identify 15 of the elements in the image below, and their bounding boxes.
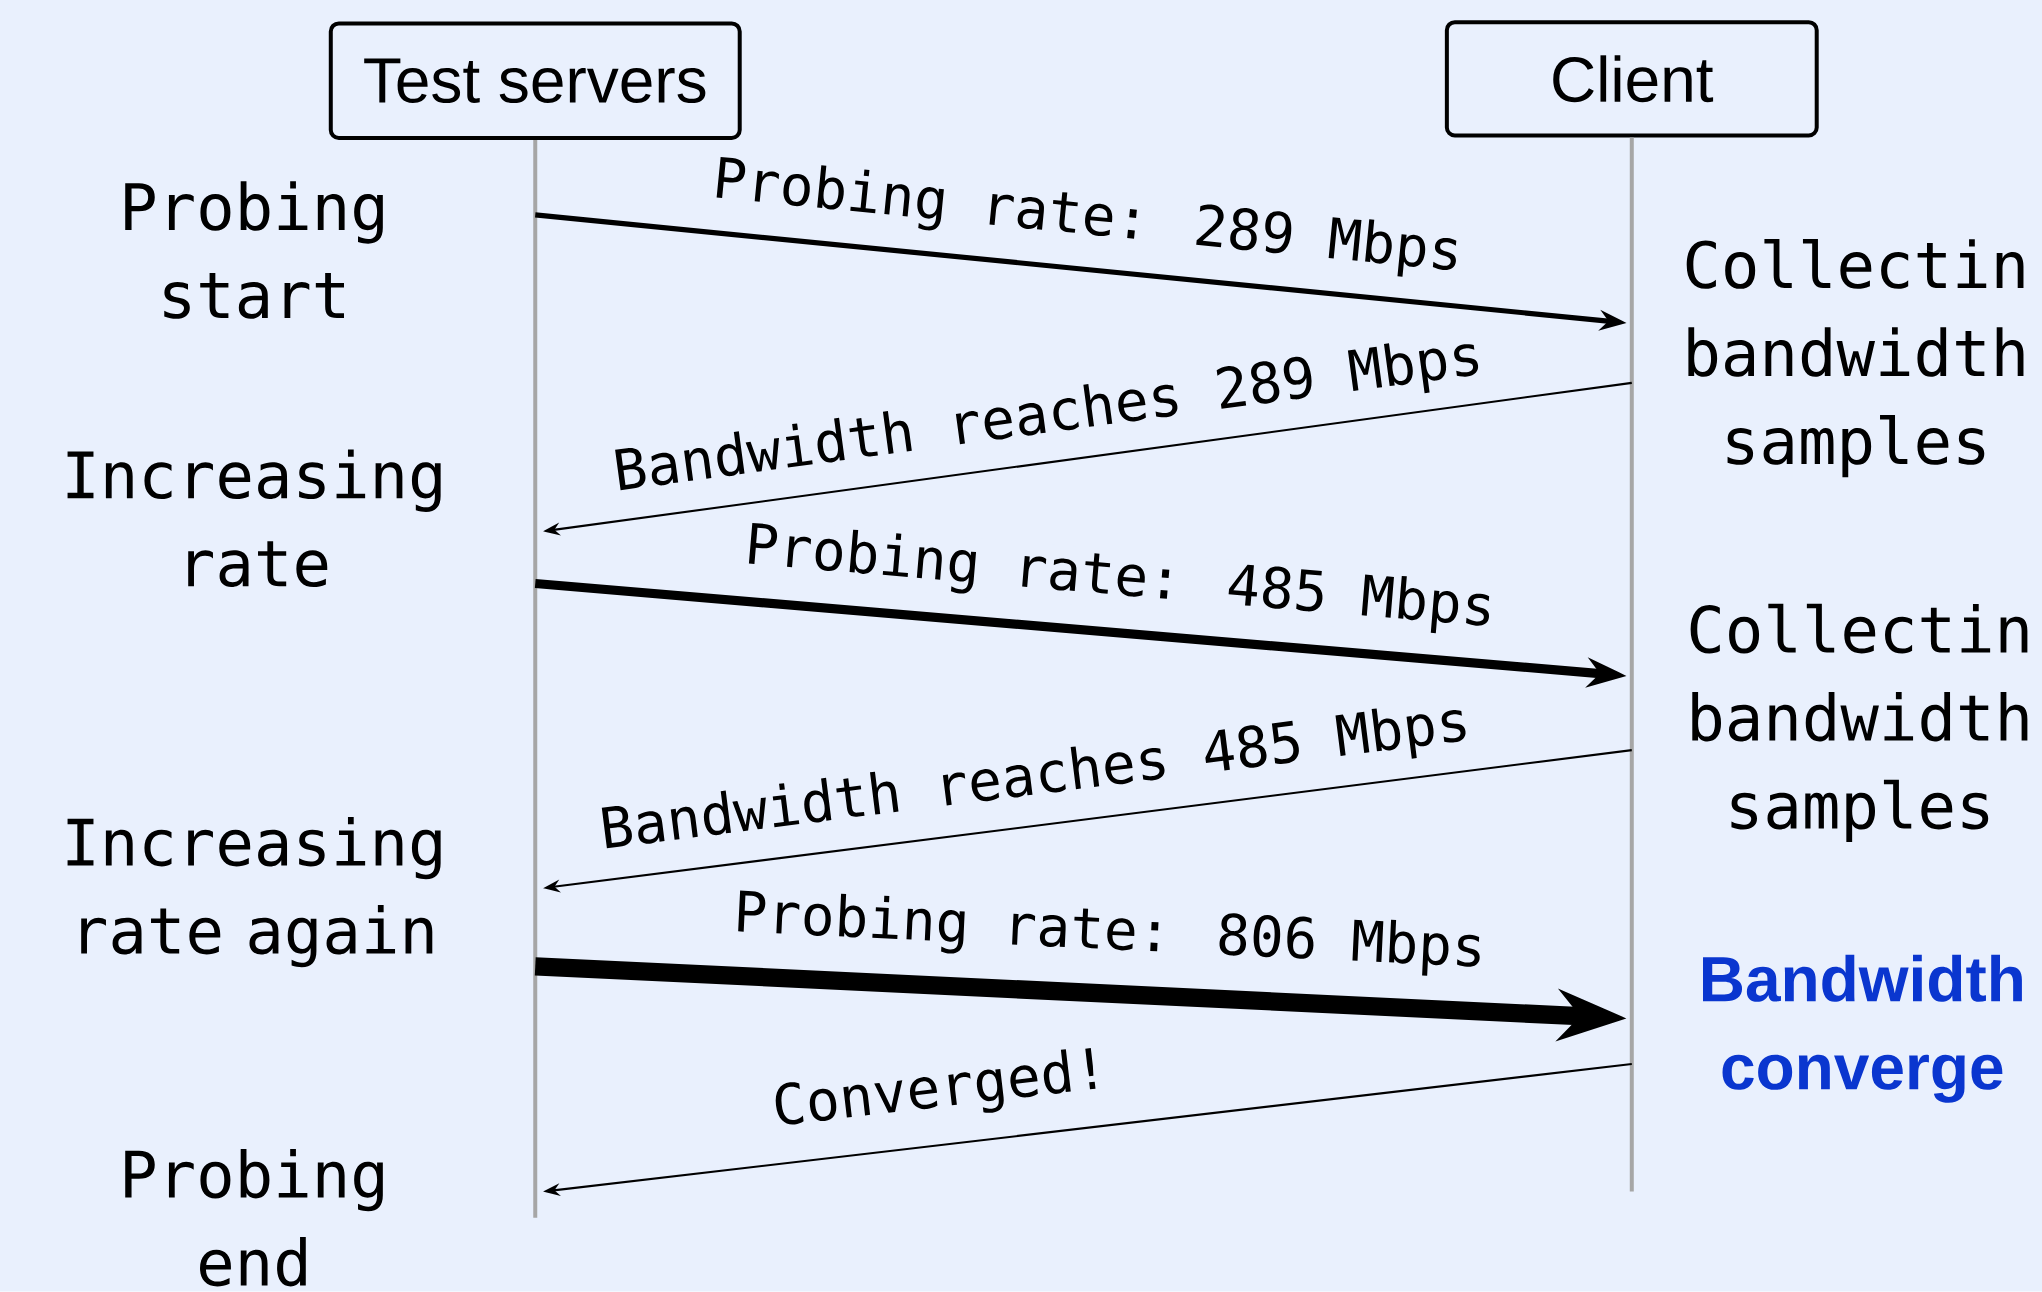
phase-text: Increasing rate [67,449,441,588]
phase-text: Collectin bandwidth samples [1686,239,2024,478]
edge-label: Probing rate: 485 Mbps [740,518,1500,641]
edge-label: Converged! [767,1042,1114,1141]
edge-label: Bandwidth reaches 289 Mbps [608,328,1489,505]
phase-text: Increasing rate again [67,816,441,968]
edge-label: Bandwidth reaches 485 Mbps [594,694,1476,863]
phase-text: Collectin bandwidth samples [1690,603,2028,842]
status-text: Bandwidth converge [1703,954,2022,1103]
phase-text: Probing end [125,1148,383,1287]
edge-label: Probing rate: 806 Mbps [730,886,1490,981]
edge-label: Probing rate: 289 Mbps [707,152,1467,286]
actor-box: Test servers [328,21,742,141]
actor-box: Client [1444,20,1819,138]
phase-text: Probing start [125,181,383,319]
